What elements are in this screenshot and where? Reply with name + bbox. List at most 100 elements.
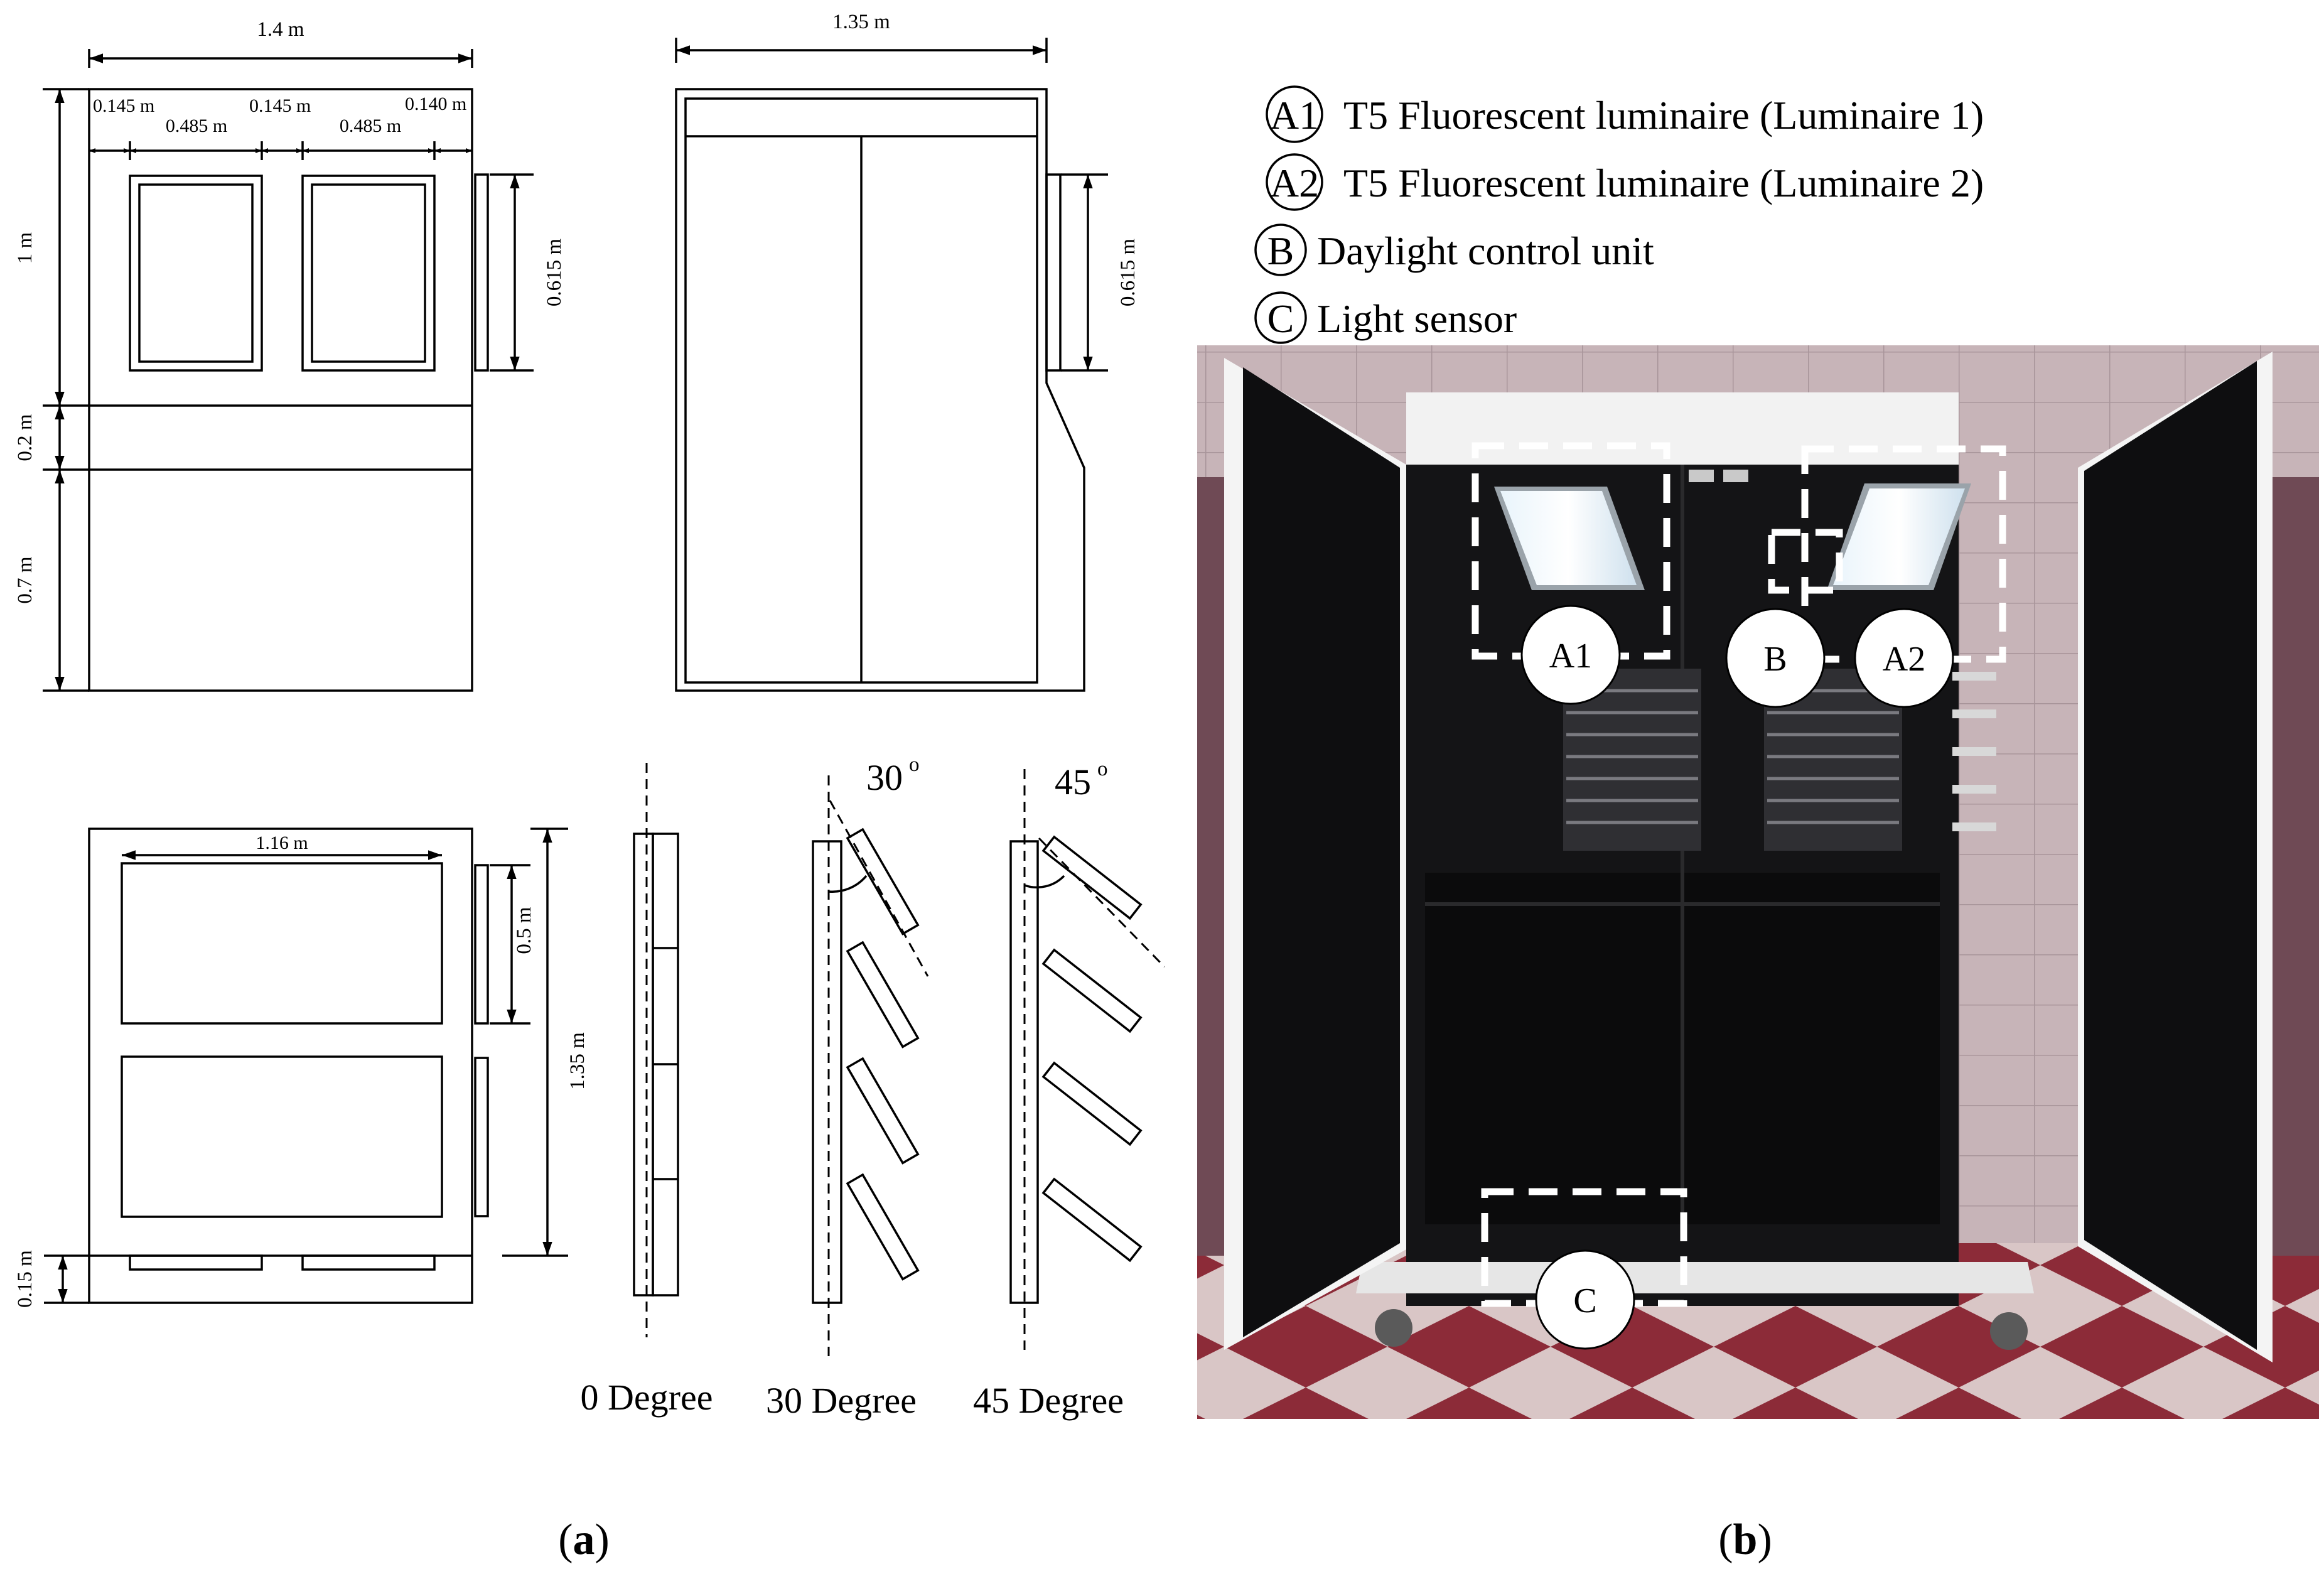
plan-panel-upper [121, 862, 443, 1025]
photo-marker-a1 [1520, 605, 1621, 705]
louver-label-30: 30 Degree [766, 1380, 917, 1421]
legend-symbol: A1 [1270, 93, 1319, 137]
dim-depth-label: 1.35 m [832, 11, 890, 33]
photo-highlight-b [1768, 529, 1843, 594]
legend-symbol: C [1267, 296, 1294, 341]
louver-blade [846, 1173, 920, 1281]
dim-side-window-label: 0.615 m [1117, 239, 1139, 307]
louver-frame [812, 840, 842, 1304]
louver-angle-arc [1024, 875, 1065, 889]
louver-degree-symbol-45: o [1097, 758, 1108, 780]
photo-platform [1356, 1262, 2034, 1293]
louver-45-degree: 45 o 45 Degree [973, 758, 1166, 1421]
louver-angle-line [1038, 837, 1166, 968]
front-louver-edge [474, 173, 489, 372]
front-view-drawing: 1.4 m 0.145 m 0.145 m 0.140 m 0.485 m 0.… [14, 18, 566, 692]
louver-blade [1041, 1177, 1143, 1263]
photo-right-door [2084, 361, 2257, 1350]
photo-luminaire-1-lens [1500, 491, 1637, 585]
legend-item-a1: A1 T5 Fluorescent luminaire (Luminaire 1… [1266, 85, 1984, 143]
panel-b-label: (b) [1718, 1516, 1772, 1564]
legend-item-a2: A2 T5 Fluorescent luminaire (Luminaire 2… [1266, 153, 1984, 211]
dim-width-label: 1.4 m [257, 18, 304, 41]
dim-frame-mid-label: 0.145 m [249, 95, 311, 116]
side-view-drawing: 1.35 m 0.615 m [675, 11, 1139, 692]
photo-wheel [1990, 1312, 2028, 1350]
plan-louver-edge-1 [474, 864, 489, 1025]
dim-lower-label: 0.7 m [14, 556, 36, 604]
legend-item-b: B Daylight control unit [1254, 224, 1654, 276]
louver-30-degree: 30 o 30 Degree [766, 753, 929, 1421]
front-window-1-inner [138, 183, 254, 363]
louver-label-0: 0 Degree [581, 1377, 713, 1418]
side-louver-edge [1045, 173, 1062, 372]
louver-blade [1041, 948, 1143, 1033]
legend-text: T5 Fluorescent luminaire (Luminaire 1) [1343, 93, 1984, 137]
dim-plan-depth-label: 1.35 m [566, 1032, 589, 1090]
plan-panel-lower [121, 1055, 443, 1218]
photo-marker-a2 [1854, 608, 1954, 708]
louver-degree-symbol-30: o [909, 753, 920, 776]
louver-angle-arc [828, 875, 868, 893]
louver-blade [846, 1057, 920, 1165]
side-outline [675, 88, 1085, 692]
legend-item-c: C Light sensor [1254, 291, 1517, 344]
louver-frame [1009, 840, 1039, 1304]
louver-blade [846, 828, 920, 935]
legend-marker [1266, 85, 1323, 143]
louver-angle-45: 45 [1055, 762, 1091, 802]
photo-marker-c-label: C [1573, 1281, 1596, 1320]
test-box-photo: A1 B A2 C [1197, 345, 2319, 1419]
dim-base-label: 0.15 m [14, 1250, 36, 1308]
louver-angle-30: 30 [866, 757, 903, 798]
photo-marker-a2-label: A2 [1883, 640, 1925, 679]
photo-marker-b-label: B [1763, 640, 1787, 679]
legend-text: T5 Fluorescent luminaire (Luminaire 2) [1343, 161, 1984, 205]
louver-drawings: 0 Degree 30 o 30 Degree [581, 753, 1166, 1421]
plan-outline [88, 828, 473, 1304]
photo-marker-a1-label: A1 [1549, 637, 1592, 676]
photo-wheel [1375, 1309, 1412, 1347]
legend-symbol: A2 [1270, 161, 1319, 205]
photo-small-fixture [1689, 470, 1714, 482]
louver-blade [846, 941, 920, 1049]
legend-marker [1254, 224, 1307, 276]
dim-plan-window-label: 0.5 m [513, 907, 535, 954]
louver-0-degree: 0 Degree [581, 763, 713, 1418]
plan-base-strip-1 [129, 1254, 263, 1271]
photo-side-louvers [1952, 672, 1996, 831]
louver-label-45: 45 Degree [973, 1380, 1124, 1421]
panel-a-label: (a) [558, 1516, 610, 1564]
front-outline [88, 88, 473, 692]
dim-frame-right-label: 0.140 m [405, 94, 466, 114]
louver-angle-line [829, 800, 929, 977]
legend-symbol: B [1267, 229, 1294, 273]
front-window-2-outer [301, 175, 436, 372]
photo-left-door [1243, 367, 1400, 1337]
dim-frame-left-label: 0.145 m [93, 95, 154, 116]
legend: A1 T5 Fluorescent luminaire (Luminaire 1… [1254, 85, 1984, 344]
photo-luminaire-2-lens [1833, 488, 1965, 585]
plan-base-strip-2 [301, 1254, 436, 1271]
legend-text: Daylight control unit [1317, 229, 1654, 273]
legend-text: Light sensor [1317, 296, 1517, 341]
dim-window-width-2-label: 0.485 m [340, 116, 401, 136]
photo-box-top [1406, 392, 1959, 465]
plan-view-drawing: 1.16 m 0.5 m 1.35 m 0.15 m [14, 828, 589, 1308]
photo-marker-b [1725, 608, 1826, 708]
side-inner [684, 97, 1038, 684]
photo-small-fixture [1723, 470, 1748, 482]
dim-upper-label: 1 m [14, 232, 36, 264]
dim-middle-label: 0.2 m [14, 414, 36, 461]
legend-marker [1254, 291, 1307, 344]
legend-marker [1266, 153, 1323, 211]
dim-window-width-1-label: 0.485 m [166, 116, 227, 136]
front-window-2-inner [311, 183, 426, 363]
plan-louver-edge-2 [474, 1057, 489, 1217]
dim-window-height-label: 0.615 m [543, 239, 566, 307]
louver-blade [1041, 1061, 1143, 1146]
front-window-1-outer [129, 175, 263, 372]
photo-marker-c [1535, 1249, 1635, 1350]
photo-window-slats [1566, 689, 1899, 824]
